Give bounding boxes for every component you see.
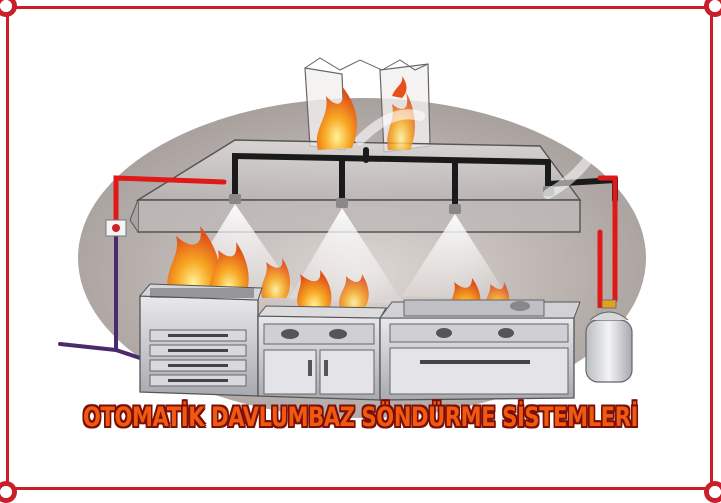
- red-pipe: [113, 175, 618, 313]
- gas-cylinder-icon: [585, 299, 633, 383]
- detector-icon: [105, 219, 127, 237]
- fire-icon: [167, 226, 510, 318]
- fire-icon: [316, 76, 415, 150]
- cabinet-appliance: [256, 305, 387, 401]
- oven-appliance: [379, 299, 581, 401]
- corner-ornament: [704, 0, 721, 17]
- grill-appliance: [138, 283, 263, 397]
- red-border-frame: [6, 6, 713, 490]
- system-title-caption: OTOMATİK DAVLUMBAZ SÖNDÜRME SİSTEMLERİ: [82, 402, 639, 433]
- corner-ornament: [0, 0, 17, 17]
- control-line: [58, 234, 142, 360]
